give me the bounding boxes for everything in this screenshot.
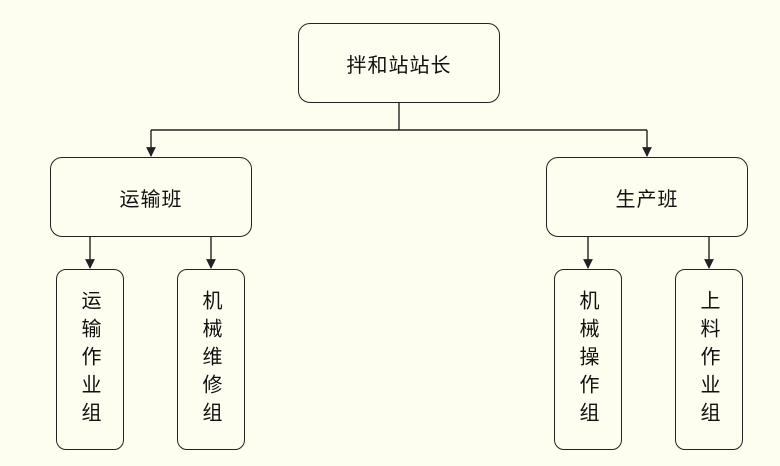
leaf-node-label: 机械操作组: [576, 289, 600, 430]
leaf-node: 运输作业组: [56, 269, 124, 450]
root-node-label: 拌和站站长: [346, 52, 452, 77]
branch-node-left-label: 运输班: [119, 186, 183, 211]
leaf-node-label: 上料作业组: [697, 289, 721, 430]
leaf-node: 机械维修组: [177, 269, 245, 450]
branch-node-left: 运输班: [50, 157, 252, 237]
leaf-node-label: 机械维修组: [199, 289, 223, 430]
root-node: 拌和站站长: [298, 23, 500, 103]
branch-node-right: 生产班: [546, 157, 748, 237]
branch-node-right-label: 生产班: [615, 186, 679, 211]
leaf-node-label: 运输作业组: [78, 289, 102, 430]
leaf-node: 上料作业组: [675, 269, 743, 450]
leaf-node: 机械操作组: [554, 269, 622, 450]
